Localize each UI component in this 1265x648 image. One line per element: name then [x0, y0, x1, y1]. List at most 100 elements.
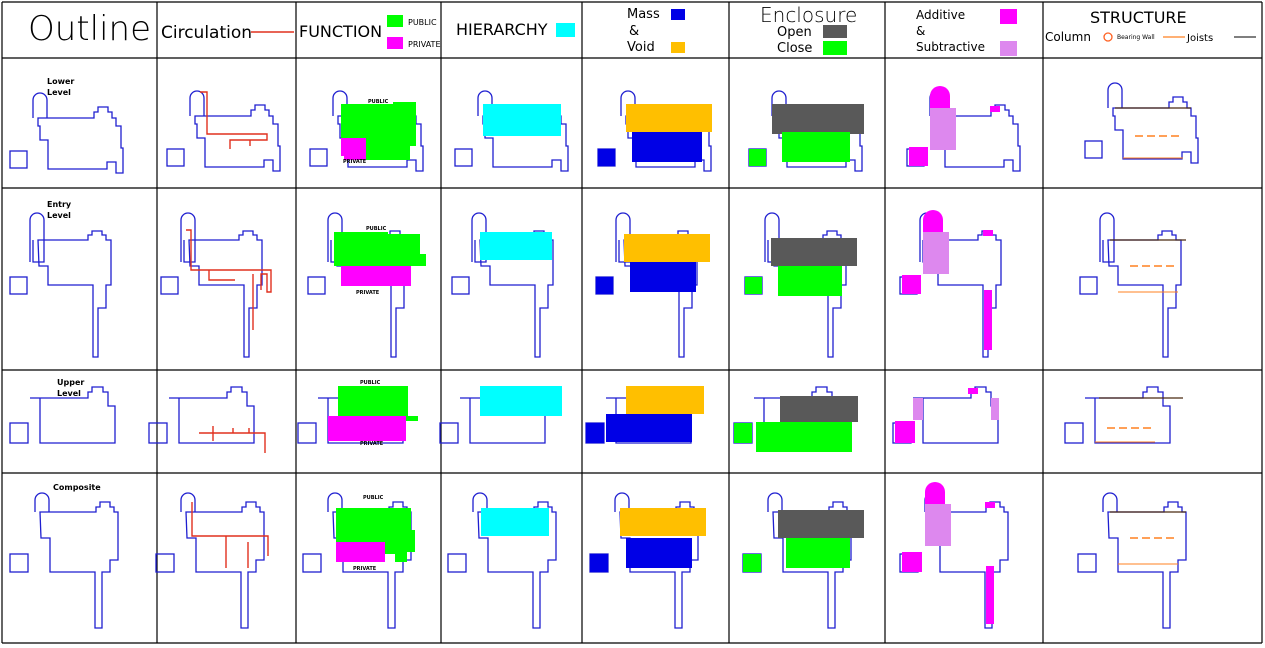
lower-circulation-plan-tower: [189, 90, 205, 116]
entry-circulation-plan-annex: [160, 276, 179, 295]
comp-outline-plan-tower: [34, 492, 50, 512]
hierarchy-zone: [480, 386, 562, 416]
entry-hierarchy-plan: [451, 212, 554, 358]
lower-structure-plan-tower: [1107, 82, 1123, 108]
row-label-composite: Composite: [53, 483, 101, 492]
enclosure-open-zone: [771, 238, 857, 266]
entry-outline-plan-annex: [9, 276, 28, 295]
entry-outline-plan-outline: [37, 230, 112, 358]
lower-additive-plan: [906, 86, 1021, 172]
header-function: FUNCTION: [299, 22, 382, 41]
row-label-upper: Upper: [57, 378, 84, 387]
upper-structure-plan: [1064, 386, 1183, 444]
mass-annex-fill: [590, 554, 608, 572]
header-outline: Outline: [28, 9, 151, 49]
entry-hierarchy-plan-annex: [451, 276, 470, 295]
circulation-path: [200, 91, 268, 149]
enclosure-annex-fill: [745, 277, 762, 294]
public-legend-label: PUBLIC: [408, 18, 437, 27]
comp-enclosure-plan-tower: [767, 492, 783, 512]
row-label-lower-level: Level: [47, 88, 71, 97]
entry-enclosure-plan: [744, 212, 857, 358]
header-subtractive: Subtractive: [916, 40, 985, 54]
entry-structure-plan-tower: [1099, 212, 1115, 263]
upper-hierarchy-plan: [439, 386, 562, 444]
enclosure-open-zone: [772, 104, 864, 134]
entry-circulation-plan: [160, 212, 272, 358]
upper-circulation-plan-annex: [148, 422, 168, 444]
lower-mass-plan-tower: [620, 90, 636, 116]
comp-outline-plan-annex: [9, 553, 29, 573]
comp-hierarchy-plan-annex: [447, 553, 467, 573]
lower-structure-plan-outline: [1112, 96, 1199, 164]
header-joists: Joists: [1186, 33, 1213, 44]
header-circulation: Circulation: [161, 23, 252, 43]
comp-circulation-plan-annex: [155, 553, 175, 573]
row-label-lower: Lower: [47, 77, 74, 86]
function-private-zone: [341, 266, 411, 286]
additive-chimney: [983, 230, 993, 236]
subtractive-block-right: [991, 398, 999, 420]
header-hierarchy: HIERARCHY: [456, 20, 548, 39]
comp-additive-plan: [899, 482, 1009, 629]
enclosure-open-zone: [780, 396, 858, 422]
upper-function-plan-annex: [297, 422, 317, 444]
lower-outline-plan: [9, 92, 124, 174]
row-labels: Lower Level Entry Level Upper Level Comp…: [47, 77, 101, 492]
mass-annex-fill: [586, 423, 604, 443]
comp-circulation-plan: [155, 492, 269, 629]
subtractive-block: [923, 232, 949, 274]
comp-function-plan-tower: [327, 492, 343, 512]
circulation-path: [199, 426, 266, 453]
lower-function-plan-tower: [332, 90, 348, 116]
upper-circulation-plan: [148, 386, 266, 453]
header-mass-amp: &: [629, 24, 639, 39]
void-legend-swatch: [671, 42, 685, 53]
subtractive-block: [925, 504, 951, 546]
function-public-zone: [341, 102, 416, 160]
function-private-zone: [336, 542, 385, 562]
entry-circulation-plan-tower: [180, 212, 196, 263]
header-column: Column: [1045, 30, 1091, 44]
circulation-path: [186, 229, 272, 330]
private-legend-swatch: [387, 37, 403, 49]
close-legend-swatch: [823, 41, 847, 55]
upper-circulation-plan-outline: [169, 386, 255, 444]
header-enclosure: Enclosure: [760, 3, 857, 27]
enclosure-close-zone: [778, 266, 842, 296]
comp-circulation-plan-tower: [180, 492, 196, 512]
upper-structure-plan-outline: [1085, 386, 1171, 444]
header-bearing-wall: Bearing Wall: [1117, 34, 1155, 41]
lower-function-plan-annex: [309, 148, 328, 167]
additive-stem: [984, 290, 992, 350]
additive-tower: [925, 482, 945, 504]
header-additive-amp: &: [916, 24, 925, 38]
upper-additive-plan: [892, 386, 999, 444]
additive-annex: [895, 421, 915, 443]
comp-enclosure-plan: [742, 492, 864, 629]
function-public-inline-label: PUBLIC: [360, 380, 381, 386]
comp-mass-plan: [589, 492, 706, 629]
comp-mass-plan-outline: [619, 501, 699, 629]
comp-hierarchy-plan: [447, 492, 557, 629]
lower-circulation-plan-annex: [166, 148, 185, 167]
header-open: Open: [777, 25, 812, 40]
upper-outline-plan-annex: [9, 422, 29, 444]
void-zone: [624, 234, 710, 262]
upper-enclosure-plan: [733, 386, 858, 452]
comp-structure-plan-annex: [1077, 553, 1097, 573]
upper-hierarchy-plan-annex: [439, 422, 459, 444]
additive-annex: [909, 147, 928, 166]
row-label-upper-level: Level: [57, 389, 81, 398]
additive-chimney: [968, 388, 978, 394]
additive-tower: [923, 210, 943, 232]
function-public-zone: [334, 232, 426, 266]
comp-enclosure-plan-outline: [772, 501, 852, 629]
header-void: Void: [627, 40, 655, 55]
lower-circulation-plan: [166, 90, 281, 172]
